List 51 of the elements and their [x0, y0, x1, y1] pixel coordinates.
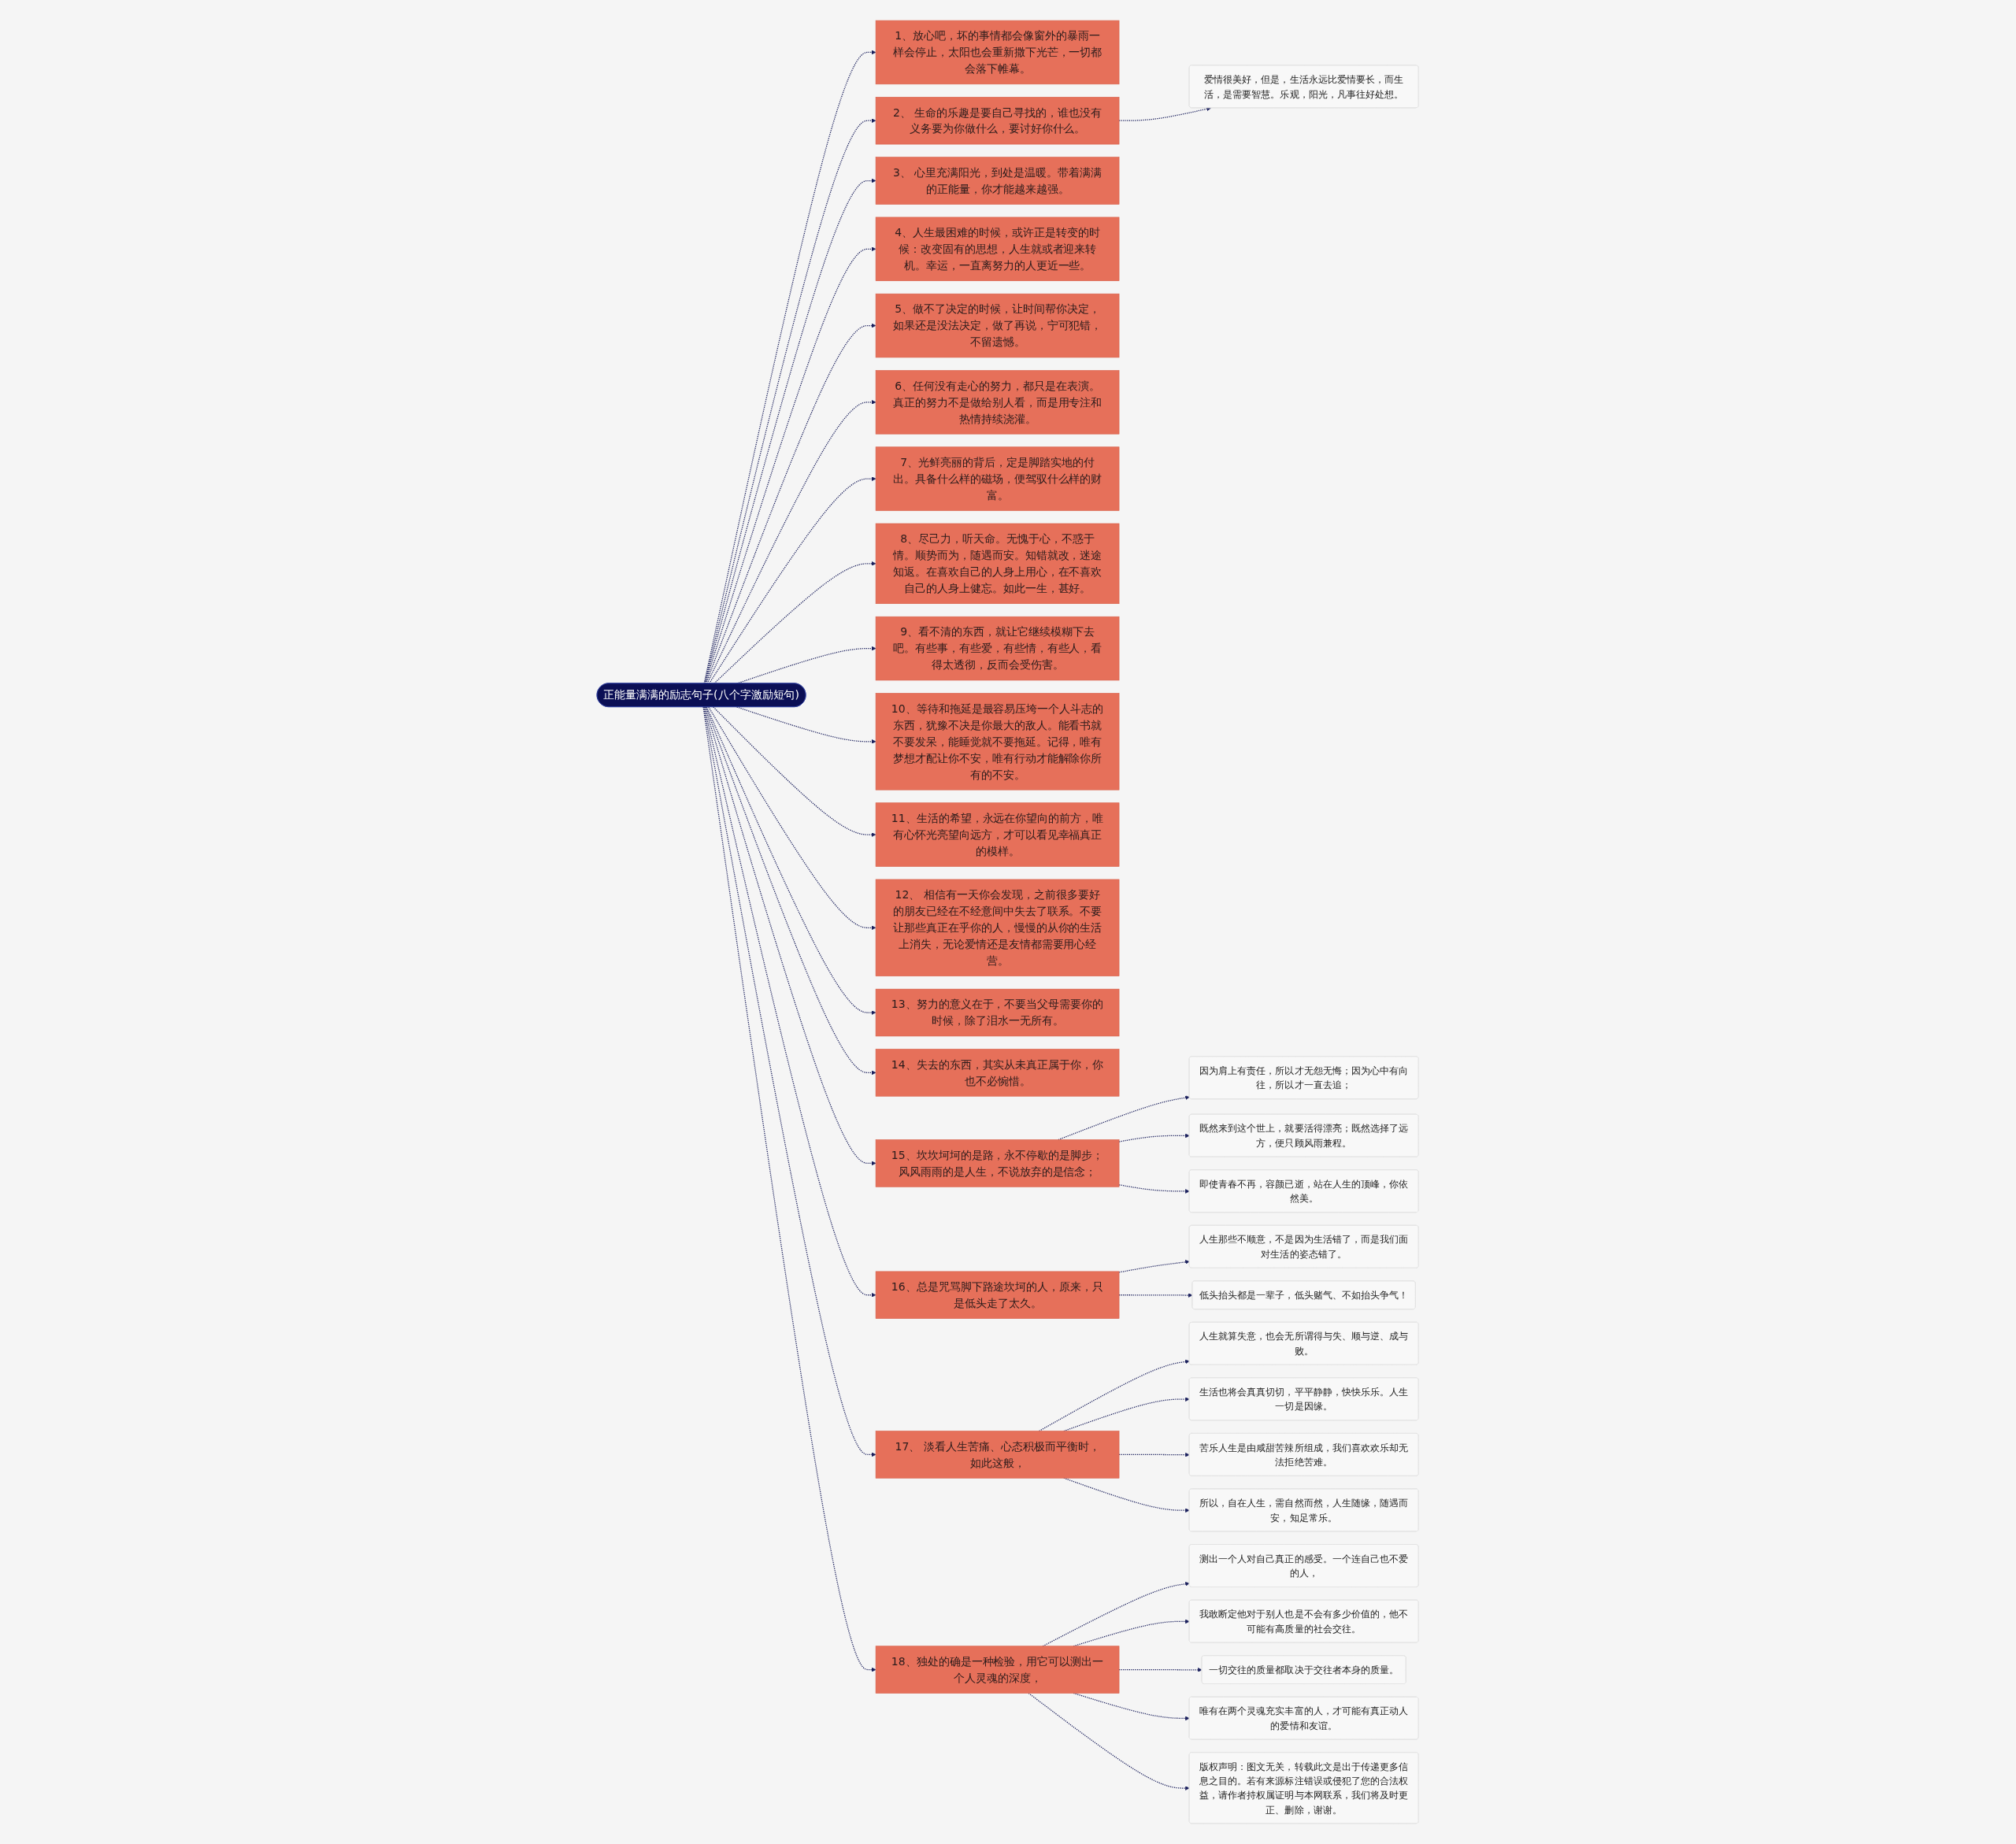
node-text: 我敢断定他对于别人也是不会有多少价值的，他不可能有高质量的社会交往。 — [1199, 1608, 1409, 1634]
node-box: 12、 相信有一天你会发现，之前很多要好的朋友已经在不经意间中失去了联系。不要让那些真正在乎你的人，慢慢的从你的生活上消失，无论爱情还是友情都需要用心经营。 — [876, 879, 1120, 976]
node-box: 10、等待和拖延是最容易压垮一个人斗志的东西，犹豫不决是你最大的敌人。能看书就不要发呆，能睡觉就不要拖延。记得，唯有梦想才配让你不安，唯有行动才能解除你所有的不安。 — [876, 693, 1120, 791]
node-box: 7、光鲜亮丽的背后，定是脚踏实地的付出。具备什么样的磁场，便驾驭什么样的财富。 — [876, 446, 1120, 511]
node-text: 人生就算失意，也会无所谓得与失、顺与逆、成与败。 — [1199, 1331, 1409, 1357]
node-text: 一切交往的质量都取决于交往者本身的质量。 — [1209, 1664, 1399, 1676]
arrow — [706, 706, 876, 1015]
node-text: 因为肩上有责任，所以才无怨无悔；因为心中有向往，所以才一直去追； — [1199, 1065, 1409, 1090]
node-box: 16、总是咒骂脚下路途坎坷的人，原来，只是低头走了太久。 — [876, 1271, 1120, 1319]
arrow — [1039, 1359, 1190, 1432]
node-box: 15、坎坎坷坷的是路，永不停歇的是脚步；风风雨雨的是人生，不说放弃的是信念； — [876, 1139, 1120, 1187]
node-text: 生活也将会真真切切，平平静静，快快乐乐。人生一切是因缘。 — [1199, 1386, 1409, 1412]
arrow — [1042, 1581, 1190, 1647]
arrow — [702, 706, 876, 1672]
arrow — [704, 706, 876, 1298]
arrow — [703, 706, 876, 1457]
node-text: 既然来到这个世上，就要活得漂亮；既然选择了远方，便只顾风雨兼程。 — [1199, 1122, 1409, 1149]
node-box: 2、 生命的乐趣是要自己寻找的，谁也没有义务要为你做什么，要讨好你什么。 — [876, 97, 1120, 145]
arrow — [1063, 1397, 1190, 1432]
arrow — [713, 706, 876, 837]
node-text: 低头抬头都是一辈子，低头赌气、不如抬头争气！ — [1199, 1289, 1409, 1301]
node-text: 苦乐人生是由咸甜苦辣所组成，我们喜欢欢乐却无法拒绝苦难。 — [1199, 1442, 1409, 1468]
node-box: 8、尽己力，听天命。无愧于心，不惑于情。顺势而为，随遇而安。知错就改，迷途知返。在喜欢自己的人身上用心，在不喜欢自己的人身上健忘。如此一生，甚好。 — [876, 523, 1120, 604]
node-text: 唯有在两个灵魂充实丰富的人，才可能有真正动人的爱情和友谊。 — [1199, 1705, 1409, 1731]
node-box: 4、人生最困难的时候，或许正是转变的时候：改变固有的思想，人生就或者迎来转机。幸运，一直离努力的人更近一些。 — [876, 217, 1120, 281]
node-text: 测出一个人对自己真正的感受。一个连自己也不爱的人， — [1199, 1553, 1409, 1579]
arrow — [713, 561, 876, 684]
node-box: 1、放心吧，坏的事情都会像窗外的暴雨一样会停止，太阳也会重新撒下光芒，一切都会落下帷幕。 — [876, 20, 1120, 85]
arrow — [709, 476, 876, 684]
node-box: 14、失去的东西，其实从未真正属于你，你也不必惋惜。 — [876, 1049, 1120, 1097]
arrow — [708, 706, 876, 931]
node-text: 版权声明：图文无关，转载此文是出于传递更多信息之目的。若有来源标注错误或侵犯了您的合法权益，请作者持权属证明与本网联系，我们将及时更正、删除，谢谢。 — [1199, 1761, 1409, 1815]
node-text: 人生那些不顺意，不是因为生活错了，而是我们面对生活的姿态错了。 — [1199, 1234, 1409, 1260]
arrow — [706, 400, 876, 684]
node-box: 17、 淡看人生苦痛、心态积极而平衡时，如此这般， — [876, 1431, 1120, 1479]
arrow — [1058, 1095, 1190, 1141]
node-box: 11、生活的希望，永远在你望向的前方，唯有心怀光亮望向远方，才可以看见幸福真正的模样。 — [876, 802, 1120, 867]
node-box: 3、 心里充满阳光，到处是温暖。带着满满的正能量，你才能越来越强。 — [876, 157, 1120, 205]
node-box: 18、独处的确是一种检验，用它可以测出一个人灵魂的深度， — [876, 1646, 1120, 1694]
node-box: 13、努力的意义在于，不要当父母需要你的时候，除了泪水一无所有。 — [876, 988, 1120, 1037]
arrow — [1028, 1692, 1190, 1790]
arrow — [706, 706, 876, 1076]
node-box: 9、看不清的东西，就让它继续模糊下去吧。有些事，有些爱，有些情，有些人，看得太透彻，反而会受伤害。 — [876, 616, 1120, 681]
node-box: 6、任何没有走心的努力，都只是在表演。真正的努力不是做给别人看，而是用专注和热情持续浇灌。 — [876, 370, 1120, 435]
arrow — [736, 706, 876, 744]
node-box: 5、做不了决定的时候，让时间帮你决定，如果还是没法决定，做了再说，宁可犯错，不留遗憾。 — [876, 293, 1120, 358]
arrow — [706, 323, 876, 684]
node-text: 所以，自在人生，需自然而然，人生随缘，随遇而安，知足常乐。 — [1199, 1497, 1409, 1523]
node-text: 爱情很美好，但是，生活永远比爱情要长，而生活，是需要智慧。乐观，阳光，凡事往好处想。 — [1204, 73, 1404, 99]
arrow — [705, 706, 876, 1166]
node-text: 即使青春不再，容颜已逝，站在人生的顶峰，你依然美。 — [1199, 1178, 1409, 1204]
